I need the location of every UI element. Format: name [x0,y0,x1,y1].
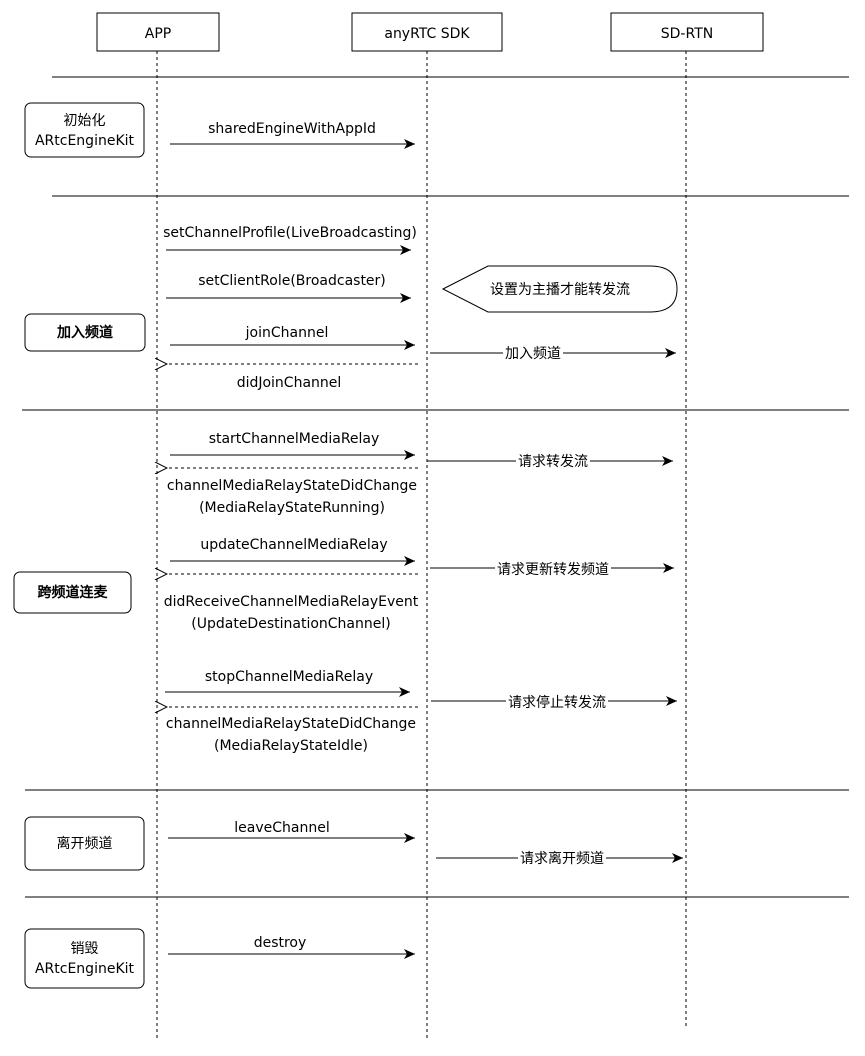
message-label-bg [503,344,563,362]
message-label: channelMediaRelayStateDidChange [166,716,416,732]
message-label: destroy [254,935,307,951]
messages: sharedEngineWithAppId setChannelProfile(L… [163,121,683,959]
message-destroy: destroy [168,935,415,959]
message-label: 请求更新转发频道 [497,562,609,578]
section-box [24,102,145,158]
section-label-2: 加入频道 [24,313,146,352]
message-setchannelprofile-livebroadcasting: setChannelProfile(LiveBroadcasting) [163,225,417,255]
message-updatechannelmediarelay: updateChannelMediaRelay [170,537,415,566]
note-shape [441,265,678,313]
section-label-text: 销毁 [71,941,99,957]
message-channelmediarelaystatedidchange: channelMediaRelayStateDidChange (MediaRel… [167,468,418,516]
notes: 设置为主播才能转发流 [441,265,678,313]
message-label: 请求停止转发流 [508,694,606,711]
message-label-bg [518,849,606,867]
note-callout: 设置为主播才能转发流 [441,265,678,313]
section-label-1: 初始化 ARtcEngineKit [24,102,145,158]
message-label: 请求离开频道 [520,850,604,867]
participant-box [351,12,503,52]
message-item: 请求转发流 [427,452,673,470]
section-box [24,313,146,352]
message-label: didJoinChannel [237,375,342,391]
section-box [13,571,132,614]
message-item: 加入频道 [430,344,676,362]
message-didjoinchannel: didJoinChannel [167,364,418,391]
section-dividers [22,76,849,898]
section-label-text: 初始化 [64,112,106,129]
participant-label: SD-RTN [661,26,713,42]
lifelines [156,51,687,1040]
section-label-text: ARtcEngineKit [35,961,135,977]
message-leavechannel: leaveChannel [168,820,415,843]
message-didreceivechannelmediarelayevent: didReceiveChannelMediaRelayEvent (UpdateD… [164,574,419,632]
message-label-bg [495,559,611,577]
section-label-4: 离开频道 [24,816,145,871]
participant-box [96,12,220,52]
section-box [24,928,145,989]
message-label-bg [506,692,608,710]
message-label: joinChannel [245,325,329,341]
message-label: setClientRole(Broadcaster) [198,273,386,289]
message-label: setChannelProfile(LiveBroadcasting) [163,225,417,241]
message-channelmediarelaystatedidchange: channelMediaRelayStateDidChange (MediaRel… [166,707,418,754]
message-label: (MediaRelayStateRunning) [199,500,385,516]
participants: APP anyRTC SDK SD-RTN [96,12,764,52]
section-label-text: 离开频道 [57,835,113,852]
section-label-text: 跨频道连麦 [38,584,109,601]
message-setclientrole-broadcaster: setClientRole(Broadcaster) [166,273,411,303]
message-label: leaveChannel [234,820,329,836]
message-label: (UpdateDestinationChannel) [191,616,390,632]
message-label: updateChannelMediaRelay [200,537,387,553]
section-label-text: 加入频道 [56,324,113,341]
message-label: startChannelMediaRelay [209,431,380,447]
section-label-text: ARtcEngineKit [35,133,135,149]
message-startchannelmediarelay: startChannelMediaRelay [170,431,415,460]
message-item: 请求离开频道 [436,849,683,867]
message-label-bg [516,452,590,470]
message-item: 请求停止转发流 [431,692,677,711]
participant-label: APP [145,26,171,42]
message-label: channelMediaRelayStateDidChange [167,478,417,494]
message-label: 请求转发流 [518,454,588,470]
participant-anyrtc-sdk: anyRTC SDK [351,12,503,52]
message-joinchannel: joinChannel [170,325,415,350]
message-label: stopChannelMediaRelay [205,669,373,685]
message-label: sharedEngineWithAppId [208,121,376,137]
participant-box [610,12,764,52]
section-label-5: 销毁 ARtcEngineKit [24,928,145,989]
participant-sd-rtn: SD-RTN [610,12,764,52]
message-label: didReceiveChannelMediaRelayEvent [164,594,419,610]
message-label: 加入频道 [505,346,561,362]
message-label: (MediaRelayStateIdle) [214,738,368,754]
message-sharedenginewithappid: sharedEngineWithAppId [170,121,415,149]
participant-app: APP [96,12,220,52]
note-text: 设置为主播才能转发流 [490,282,630,298]
section-box [24,816,145,871]
section-label-3: 跨频道连麦 [13,571,132,614]
message-item: 请求更新转发频道 [430,559,674,578]
message-stopchannelmediarelay: stopChannelMediaRelay [165,669,410,697]
participant-label: anyRTC SDK [384,26,470,42]
